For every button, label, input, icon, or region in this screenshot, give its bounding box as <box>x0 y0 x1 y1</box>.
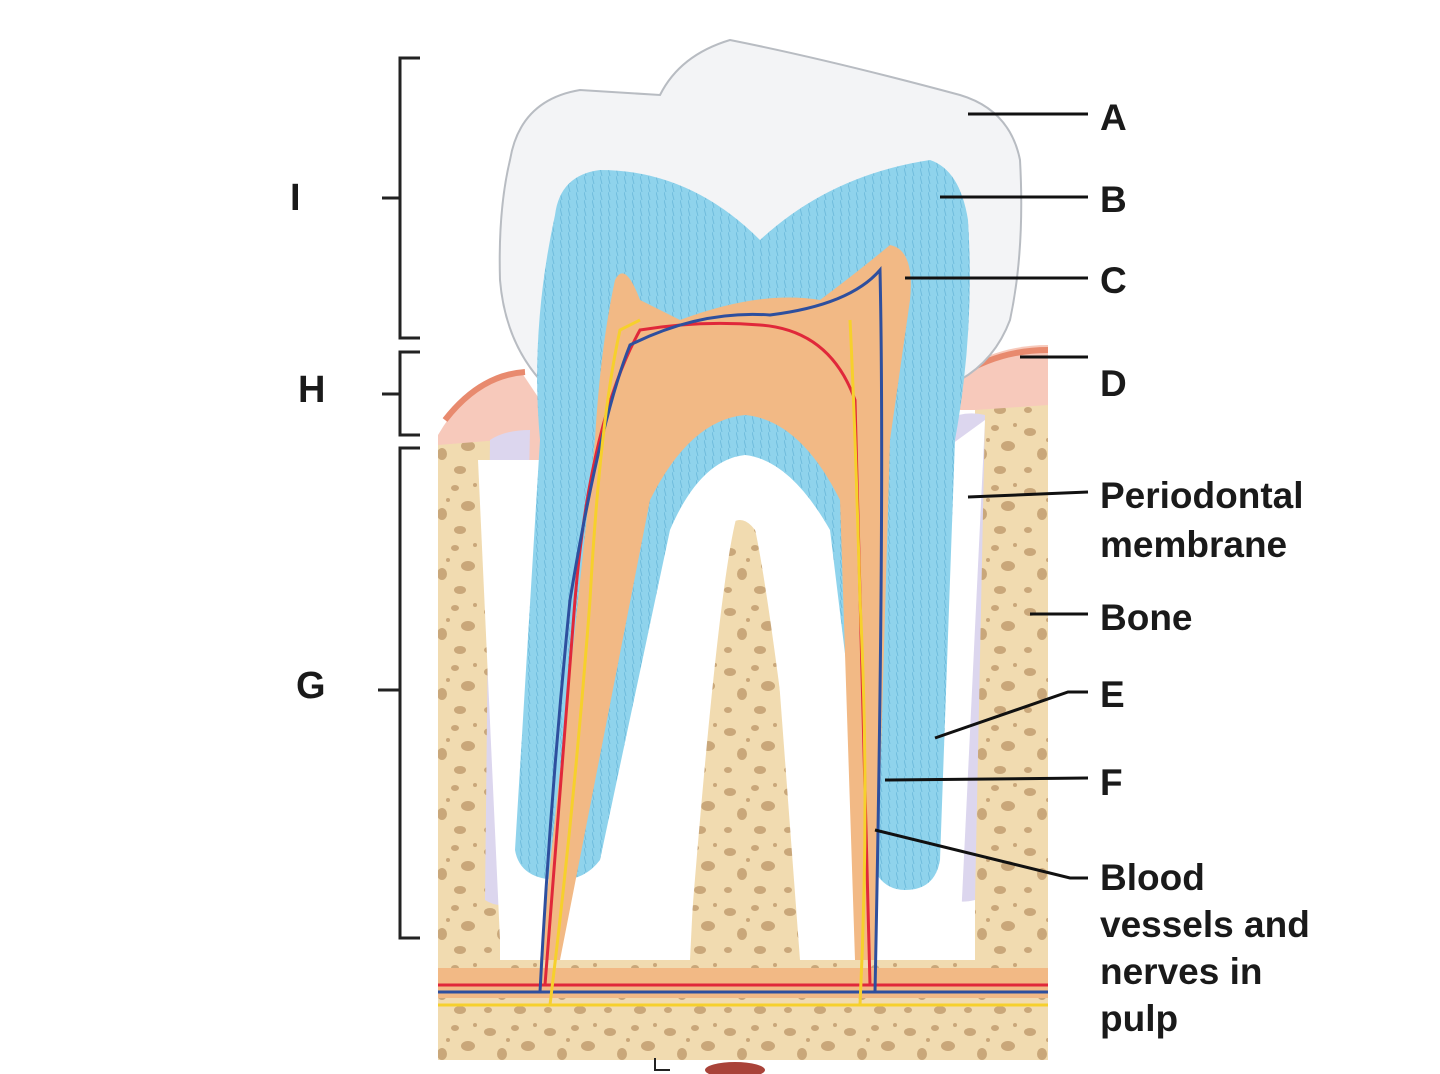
label-blood-line4: pulp <box>1100 998 1178 1039</box>
label-blood-line3: nerves in <box>1100 951 1262 992</box>
cementum-inner <box>640 455 860 940</box>
leader-blood <box>874 828 1088 880</box>
bracket-label-G: G <box>296 665 326 707</box>
bottom-vessel-stub <box>705 1062 765 1074</box>
bracket-neck <box>382 350 420 437</box>
label-blood-line2: vessels and <box>1100 904 1310 945</box>
pulp-cavity <box>540 245 911 960</box>
bracket-label-H: H <box>298 369 325 411</box>
label-C: C <box>1100 260 1127 301</box>
nerve <box>438 318 1048 1007</box>
label-blood-line1: Blood <box>1100 857 1205 898</box>
gingiva-edge-left <box>442 369 526 422</box>
bracket-root <box>378 446 420 940</box>
label-periodontal-line2: membrane <box>1100 524 1287 565</box>
label-F: F <box>1100 762 1123 803</box>
label-D: D <box>1100 363 1127 404</box>
label-bone: Bone <box>1100 597 1193 638</box>
bottom-tick <box>654 1058 670 1071</box>
vein <box>438 266 1048 994</box>
label-B: B <box>1100 179 1127 220</box>
bracket-label-I: I <box>290 177 301 219</box>
bracket-crown <box>382 56 420 340</box>
label-periodontal-line1: Periodontal <box>1100 475 1304 516</box>
label-A: A <box>1100 97 1127 138</box>
label-E: E <box>1100 674 1125 715</box>
leader-periodontal <box>967 490 1089 499</box>
leader-F <box>884 776 1089 782</box>
leader-E <box>934 690 1088 740</box>
